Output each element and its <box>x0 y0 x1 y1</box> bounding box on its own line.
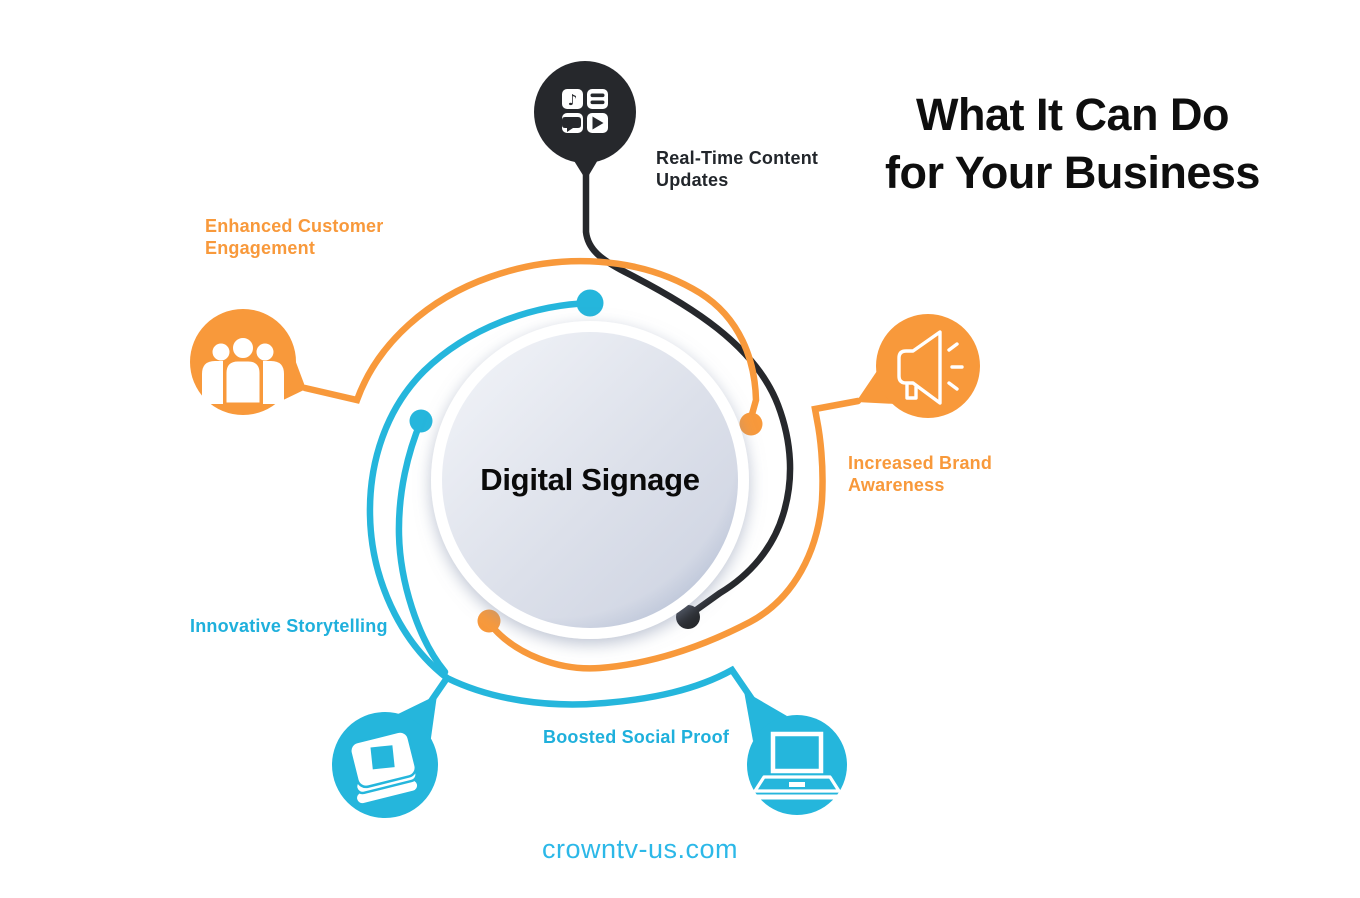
label-social-proof: Boosted Social Proof <box>543 726 783 748</box>
cyan-top-dot <box>576 289 604 317</box>
orange-bottom-arc <box>486 397 862 672</box>
cyan-inner-arc <box>395 417 449 676</box>
label-line: Awareness <box>848 475 945 495</box>
orange-top-arc-end-dot <box>739 412 763 436</box>
node-brand-awareness <box>856 314 980 418</box>
label-line: Enhanced Customer <box>205 216 384 236</box>
page-title-line1: What It Can Do <box>916 89 1229 140</box>
orange-top-arc <box>301 257 760 422</box>
label-line: Real-Time Content <box>656 148 819 168</box>
node-circle <box>876 314 980 418</box>
center-node-label: Digital Signage <box>480 462 700 497</box>
cyan-main-arc <box>366 299 773 728</box>
people-group-icon <box>202 335 284 406</box>
svg-text:♪: ♪ <box>568 91 578 109</box>
label-line: Innovative Storytelling <box>190 616 388 636</box>
label-real-time-updates: Real-Time Content Updates <box>656 147 876 191</box>
book-icon <box>349 730 420 806</box>
orange-bottom-arc-start-dot <box>477 609 501 633</box>
label-line: Updates <box>656 170 729 190</box>
node-circle <box>534 61 636 163</box>
cyan-inner-arc-dot <box>409 409 433 433</box>
apps-grid-icon: ♪ <box>562 89 608 133</box>
label-customer-engagement: Enhanced Customer Engagement <box>205 215 435 259</box>
laptop-icon <box>748 731 846 800</box>
website-url: crowntv-us.com <box>541 834 739 864</box>
node-real-time-updates: ♪ <box>534 61 636 180</box>
page-title-line2: for Your Business <box>885 147 1260 198</box>
black-connector-arc <box>582 156 794 617</box>
page-title: What It Can Do for Your Business <box>850 86 1295 202</box>
node-innovative-storytelling <box>332 695 438 818</box>
node-customer-engagement <box>190 309 306 415</box>
black-arc-end-dot <box>676 605 700 629</box>
node-social-proof <box>744 691 847 815</box>
center-node <box>431 321 749 639</box>
label-innovative-storytelling: Innovative Storytelling <box>190 615 450 637</box>
label-line: Boosted Social Proof <box>543 727 730 747</box>
megaphone-icon <box>897 330 964 405</box>
label-line: Increased Brand <box>848 453 993 473</box>
label-brand-awareness: Increased Brand Awareness <box>848 452 1048 496</box>
node-tail <box>744 691 787 741</box>
center-node-rim <box>442 332 738 628</box>
label-line: Engagement <box>205 238 316 258</box>
